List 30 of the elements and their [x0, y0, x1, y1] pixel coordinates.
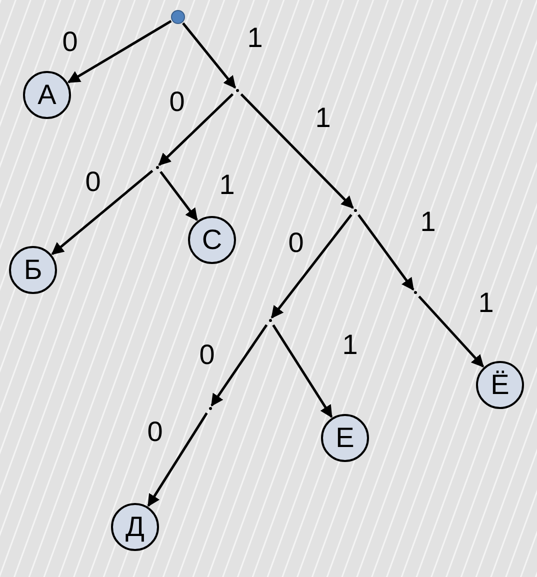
edge-label: 0: [62, 28, 78, 56]
edge-label: 0: [147, 418, 163, 446]
arrow: [51, 170, 154, 255]
edge-label: 0: [199, 341, 215, 369]
edge-label: 0: [288, 229, 304, 257]
edge-label: 1: [478, 289, 494, 317]
arrow: [272, 324, 333, 418]
edge-label: 1: [315, 104, 331, 132]
arrow: [67, 20, 172, 84]
arrow: [240, 93, 354, 209]
edge-label: 0: [85, 168, 101, 196]
edge-label: 1: [420, 208, 436, 236]
edge-label: 1: [247, 24, 263, 52]
branch-point: [354, 208, 356, 212]
branch-point: [414, 290, 416, 294]
edge-label: 1: [219, 171, 235, 199]
arrow: [210, 324, 268, 407]
arrow: [182, 22, 236, 89]
edge-label: 0: [169, 88, 185, 116]
arrow: [147, 412, 208, 507]
branch-point: [268, 318, 272, 322]
arrow: [358, 214, 414, 291]
edge-label: 1: [342, 331, 358, 359]
branch-point: [208, 406, 212, 410]
branch-point: [156, 166, 158, 168]
arrow: [160, 171, 198, 222]
branch-point: [236, 88, 238, 92]
arrow: [418, 296, 484, 368]
arrow: [158, 93, 234, 166]
arrow: [270, 214, 352, 319]
